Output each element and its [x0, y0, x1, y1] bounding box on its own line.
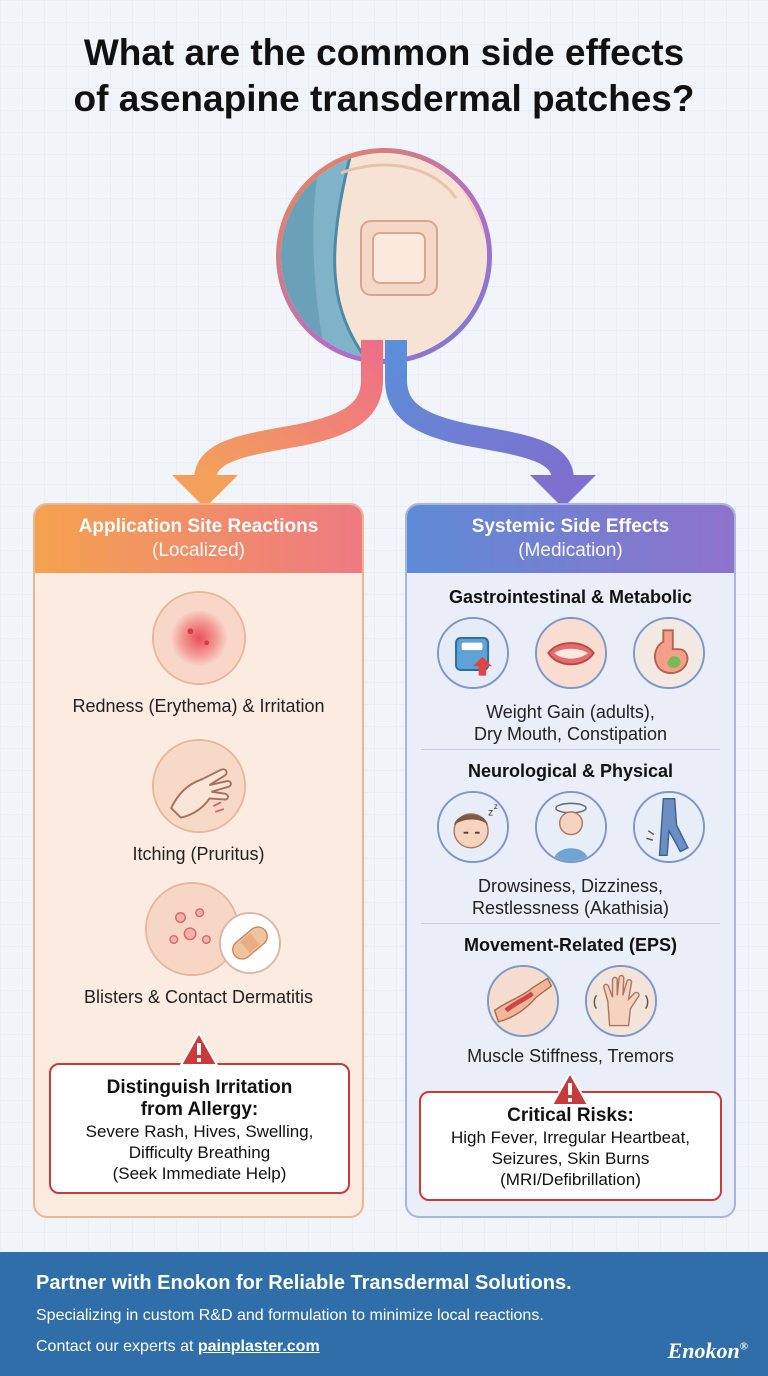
footer-contact: Contact our experts at painplaster.com: [36, 1338, 320, 1356]
right-panel-header: Systemic Side Effects (Medication): [407, 505, 734, 573]
gi-metabolic-line-2: Dry Mouth, Constipation: [473, 724, 668, 744]
weight-scale-icon: [437, 617, 509, 689]
neuro-physical-line-1: Drowsiness, Dizziness,: [477, 876, 664, 896]
registered-mark: ®: [739, 1340, 748, 1353]
warning-triangle-icon: [551, 1072, 589, 1106]
title-line-1: What are the common side effects: [83, 32, 685, 73]
hero-patch-illustration: [276, 148, 492, 364]
right-panel-subheading: (Medication): [518, 540, 623, 561]
dry-mouth-icon: [535, 617, 607, 689]
application-site-panel: Application Site Reactions (Localized) R…: [33, 503, 364, 1218]
stomach-icon: [633, 617, 705, 689]
arrow-left-head: [172, 475, 238, 508]
footer-headline: Partner with Enokon for Reliable Transde…: [36, 1272, 572, 1294]
blisters-label: Blisters & Contact Dermatitis: [83, 987, 314, 1007]
dizziness-icon: [535, 791, 607, 863]
gi-metabolic-title: Gastrointestinal & Metabolic: [448, 587, 693, 607]
neuro-physical-line-2: Restlessness (Akathisia): [471, 898, 670, 918]
left-panel-heading: Application Site Reactions: [78, 516, 319, 537]
allergy-warning-title-1: Distinguish Irritation: [106, 1077, 293, 1098]
enokon-logo: Enokon®: [668, 1338, 748, 1364]
svg-text:z: z: [488, 808, 493, 819]
movement-eps-title: Movement-Related (EPS): [463, 935, 678, 955]
neuro-physical-title: Neurological & Physical: [467, 761, 674, 781]
redness-label: Redness (Erythema) & Irritation: [72, 696, 325, 716]
brand-name: Enokon: [667, 1338, 740, 1363]
critical-risks-line-3: (MRI/Defibrillation): [500, 1170, 641, 1189]
footer-banner: Partner with Enokon for Reliable Transde…: [0, 1252, 768, 1376]
left-panel-header: Application Site Reactions (Localized): [35, 505, 362, 573]
footer-subline: Specializing in custom R&D and formulati…: [36, 1307, 544, 1324]
arrow-right-head: [530, 475, 596, 508]
section-divider: [421, 749, 720, 750]
itching-label: Itching (Pruritus): [132, 844, 265, 864]
right-panel-heading: Systemic Side Effects: [471, 516, 670, 537]
systemic-effects-panel: Systemic Side Effects (Medication) Gastr…: [405, 503, 736, 1218]
muscle-stiffness-icon: [487, 965, 559, 1037]
redness-skin-icon: [152, 591, 246, 685]
allergy-warning-line-3: (Seek Immediate Help): [112, 1164, 287, 1183]
critical-risks-title: Critical Risks:: [507, 1105, 634, 1126]
allergy-warning-line-1: Severe Rash, Hives, Swelling,: [85, 1122, 314, 1141]
painplaster-link[interactable]: painplaster.com: [197, 1338, 320, 1355]
flow-arrows: [172, 340, 596, 508]
itching-hand-icon: [152, 739, 246, 833]
section-divider: [421, 923, 720, 924]
warning-triangle-icon: [180, 1032, 218, 1066]
allergy-warning-line-2: Difficulty Breathing: [128, 1143, 271, 1162]
allergy-warning-box: Distinguish Irritation from Allergy: Sev…: [49, 1063, 350, 1194]
critical-risks-box: Critical Risks: High Fever, Irregular He…: [419, 1091, 722, 1201]
drowsiness-icon: z z: [437, 791, 509, 863]
page-title: What are the common side effects of asen…: [0, 30, 768, 122]
title-line-2: of asenapine transdermal patches?: [73, 78, 695, 119]
blisters-icon: [145, 882, 239, 976]
svg-text:z: z: [494, 802, 498, 811]
allergy-warning-title-2: from Allergy:: [140, 1099, 259, 1120]
movement-eps-line-1: Muscle Stiffness, Tremors: [467, 1046, 674, 1066]
critical-risks-line-2: Seizures, Skin Burns: [491, 1149, 650, 1168]
tremor-hand-icon: [585, 965, 657, 1037]
bandage-icon: [219, 912, 281, 974]
shoulder-patch-icon: [281, 153, 487, 359]
left-panel-subheading: (Localized): [152, 540, 245, 561]
footer-contact-prefix: Contact our experts at: [36, 1338, 198, 1355]
critical-risks-line-1: High Fever, Irregular Heartbeat,: [450, 1128, 691, 1147]
gi-metabolic-line-1: Weight Gain (adults),: [486, 702, 655, 722]
restless-legs-icon: [633, 791, 705, 863]
